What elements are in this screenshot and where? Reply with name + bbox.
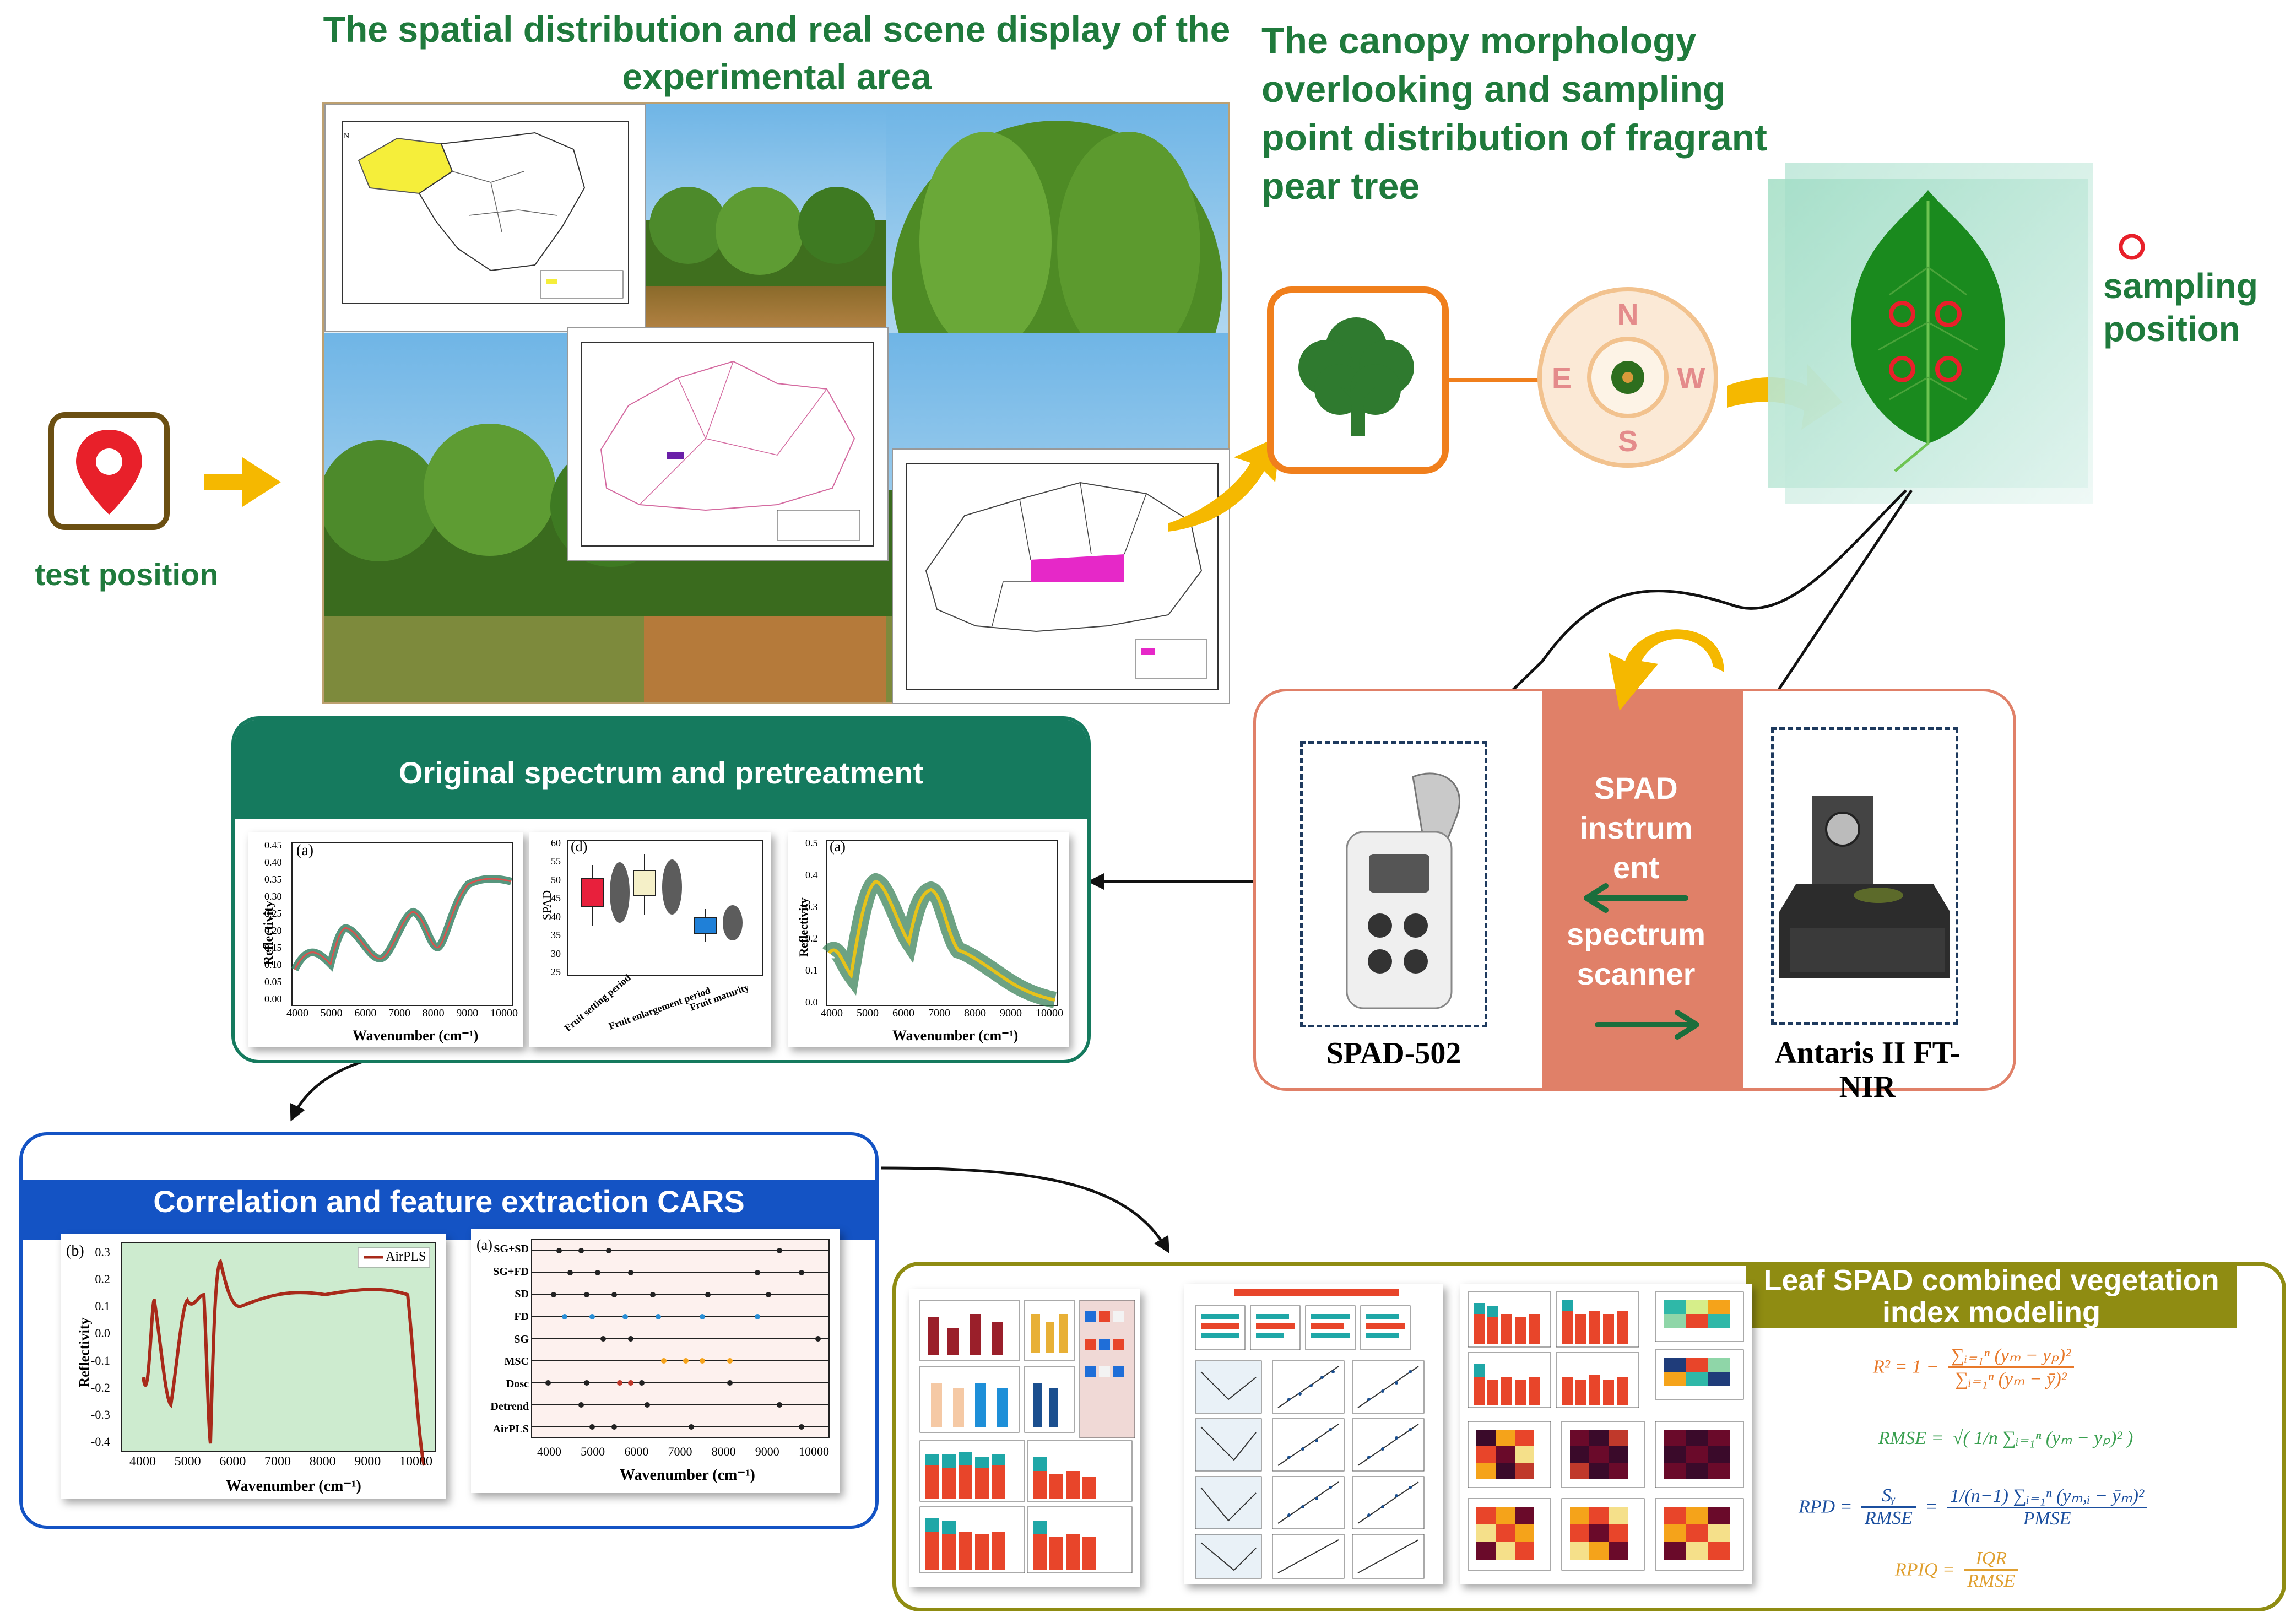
spectrum-a-panel-label: (a) [296,842,314,859]
map-pin-icon [76,430,142,515]
arrow-left-icon [1584,883,1688,913]
correlation-title: Correlation and feature extraction CARS [153,1184,745,1219]
arrow-curl-icon [1609,629,1724,711]
leaf-icon [1851,190,2005,472]
arrow-right-icon [204,457,281,507]
antaris-label: Antaris II FT-NIR [1774,1036,1961,1104]
experimental-area-collage: N [322,102,1230,704]
antaris-device [1771,727,1958,1025]
sampling-position-label: sampling position [2103,266,2258,349]
pretreated-panel-label: (a) [830,839,846,855]
map-china: N [324,104,646,332]
sampling-point-icon [2119,234,2145,260]
arrow-right-icon-3 [1595,1010,1699,1040]
svg-text:N: N [344,132,349,140]
formula-rpiq: RPIQ = IQR RMSE [1895,1548,2019,1592]
spad-502-device [1300,741,1487,1027]
experimental-area-title: The spatial distribution and real scene … [323,9,1231,97]
correlation-legend-label: AirPLS [386,1250,426,1264]
test-position-label: test position [35,557,219,592]
leaf-panel [1763,157,2093,510]
spad-instrument-label: SPAD instrum ent [1579,771,1693,885]
leaf-spad-title: Leaf SPAD combined vegetation index mode… [1763,1264,2219,1329]
tree-icon [1298,317,1414,436]
formula-rpd: RPD = Sᵧ RMSE = 1/(n−1) ∑ᵢ₌₁ⁿ (yₘ,ᵢ − ȳₘ… [1799,1485,2148,1529]
cars-xlabel: Wavenumber (cm⁻¹) [620,1467,755,1484]
compass-east: E [1551,362,1572,395]
test-position-marker [48,412,170,530]
correlation-xlabel: Wavenumber (cm⁻¹) [226,1478,361,1495]
correlation-panel-label: (b) [66,1242,84,1259]
compass-west: W [1677,362,1705,395]
spectrum-a-xlabel: Wavenumber (cm⁻¹) [353,1027,479,1043]
map-county [892,448,1230,704]
spectrum-scanner-label: spectrum scanner [1566,917,1706,991]
correlation-card: (b) AirPLS Wavenumber (cm⁻¹) Reflectivit… [61,1234,446,1499]
compass-south: S [1617,425,1638,458]
modeling-card-scatter [1184,1284,1443,1584]
cars-panel-label: (a) [476,1237,492,1253]
compass: N E W S [1537,286,1719,468]
formula-rmse: RMSE = √( 1/n ∑ᵢ₌₁ⁿ (yₘ − yₚ)² ) [1878,1428,2133,1448]
modeling-card-heatmaps [1460,1284,1752,1584]
compass-north: N [1617,298,1639,331]
spad-502-label: SPAD-502 [1326,1036,1461,1070]
leaf-spad-title-box [1746,1264,2237,1328]
tree-canopy-box [1267,286,1449,474]
arrow-up-right-icon [1168,435,1281,532]
original-spectrum-title: Original spectrum and pretreatment [398,755,924,790]
canopy-title: The canopy morphology overlooking and sa… [1261,20,1767,207]
formula-r2: R² = 1 − ∑ᵢ₌₁ⁿ (yₘ − yₚ)² ∑ᵢ₌₁ⁿ (yₘ − ȳ)… [1873,1344,2075,1390]
boxplot-panel-label: (d) [571,839,588,855]
map-xinjiang [567,327,889,561]
modeling-card-bars [909,1289,1140,1587]
pretreated-xlabel: Wavenumber (cm⁻¹) [892,1027,1019,1043]
